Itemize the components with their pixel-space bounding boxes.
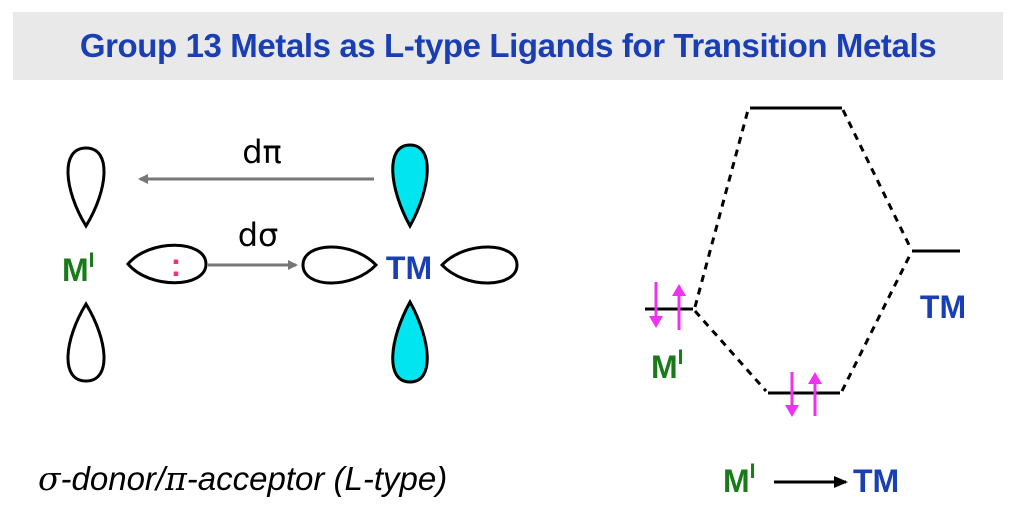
caption: σ-donor/π-acceptor (L-type) <box>38 459 447 498</box>
metal-p-orbital-bottom <box>66 301 106 383</box>
tm-label: TM <box>386 250 432 286</box>
bottom-metal-label: MI <box>723 460 756 499</box>
caption-part1: -donor/ <box>60 460 166 497</box>
correlation-line <box>841 109 913 250</box>
correlation-line <box>693 109 750 308</box>
metal-sigma-lobe <box>126 243 208 285</box>
tm-d-orbital-right <box>439 245 519 285</box>
electron-pair-bonding <box>785 372 822 417</box>
correlation-line <box>693 310 768 392</box>
metal-p-orbital-top <box>66 146 106 229</box>
correlation-line <box>840 252 913 392</box>
tm-d-orbital-left <box>301 245 379 285</box>
d-sigma-label: dσ <box>238 216 279 254</box>
caption-part2: -acceptor (L-type) <box>186 460 448 497</box>
lone-pair-dots: : <box>171 247 182 283</box>
d-pi-label: dπ <box>242 133 282 171</box>
tm-d-orbital-top <box>391 143 429 230</box>
caption-sigma: σ <box>38 459 61 498</box>
page-title: Group 13 Metals as L-type Ligands for Tr… <box>79 27 937 64</box>
mo-metal-label: MI <box>651 346 684 385</box>
electron-pair-metal <box>649 282 686 330</box>
mo-tm-label: TM <box>920 289 966 325</box>
metal-label: MI <box>62 249 95 288</box>
tm-d-orbital-bottom <box>391 298 429 384</box>
caption-pi: π <box>165 459 187 498</box>
bottom-tm-label: TM <box>853 463 899 499</box>
title-bar: Group 13 Metals as L-type Ligands for Tr… <box>13 12 1003 80</box>
